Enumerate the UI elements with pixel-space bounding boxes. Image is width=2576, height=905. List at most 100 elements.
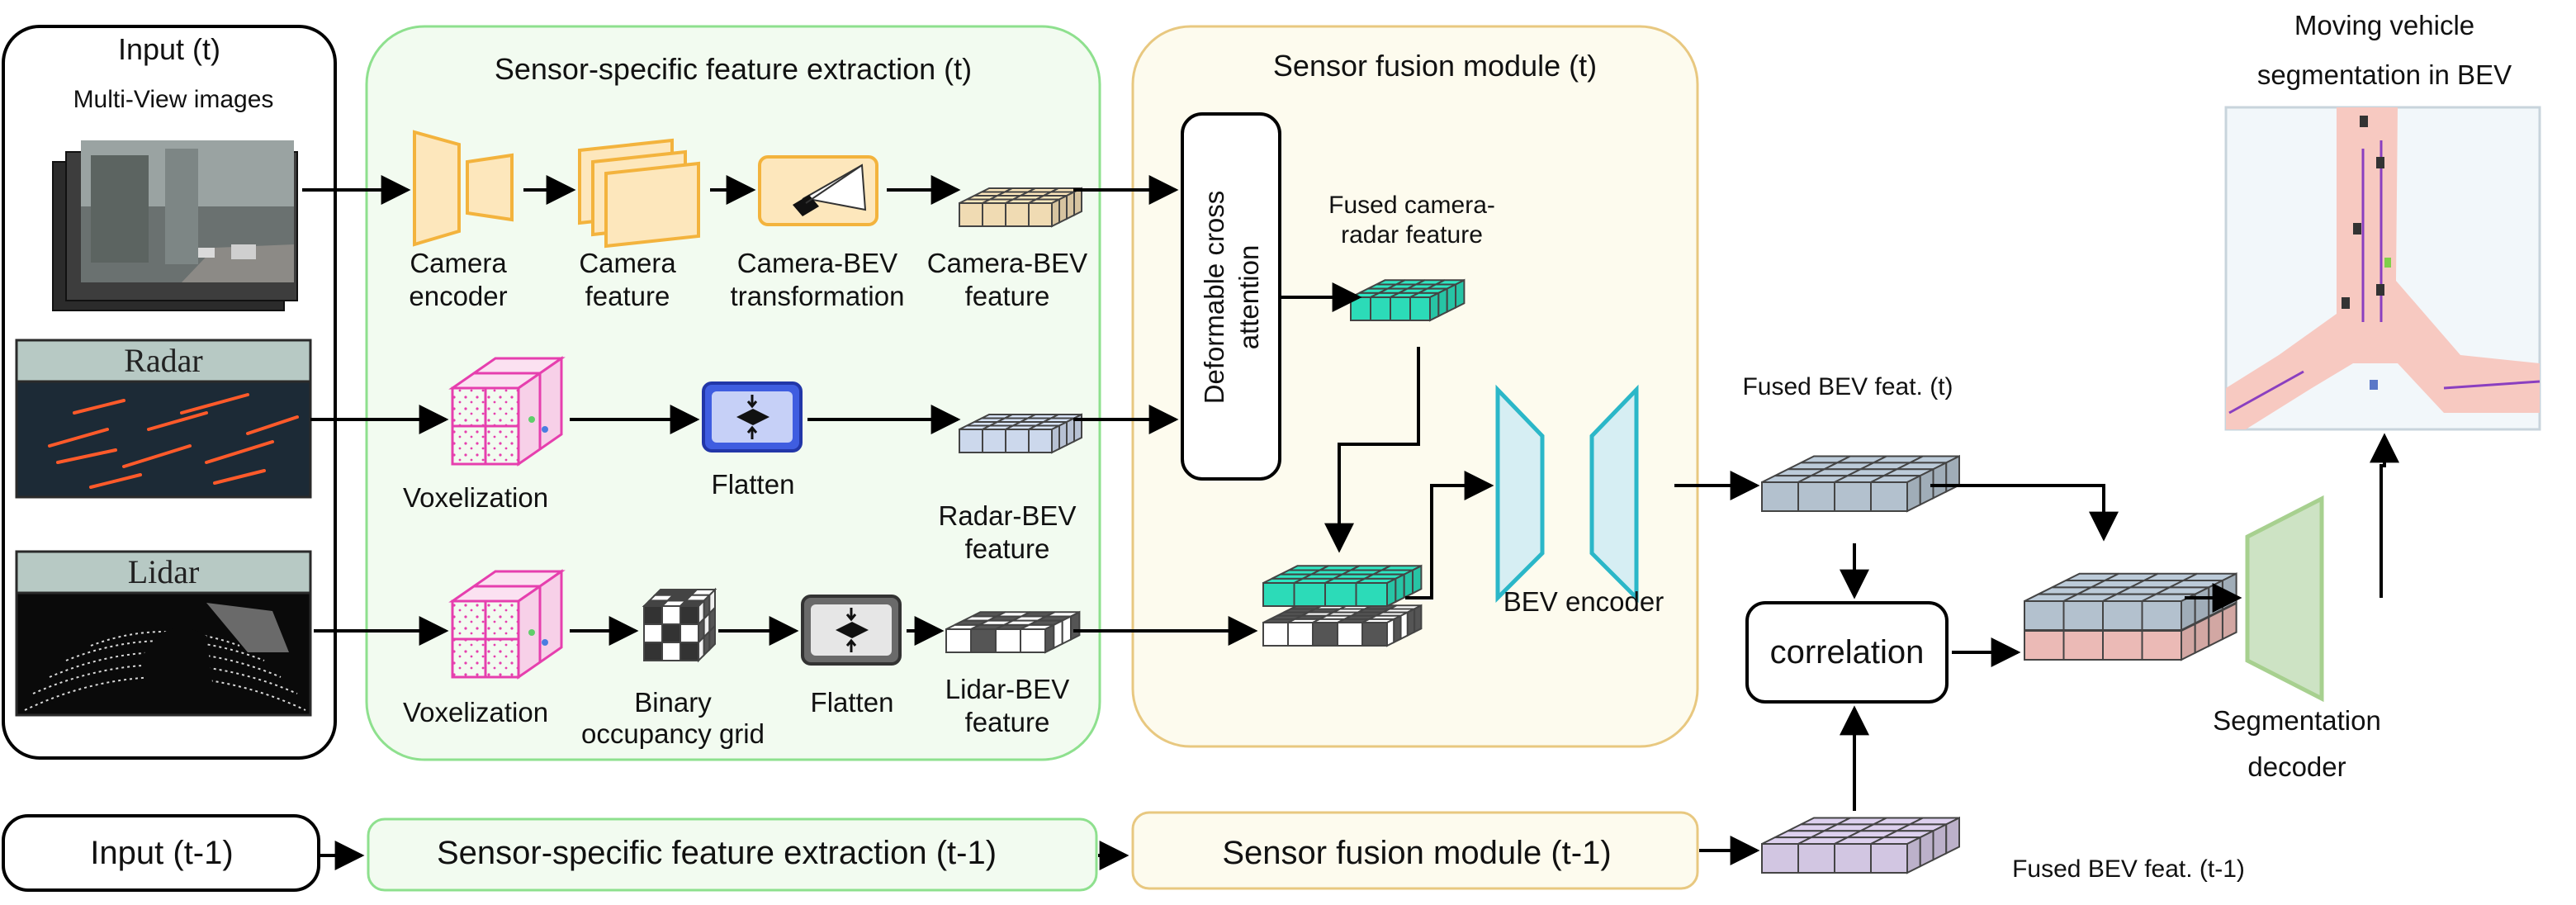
grid-front-cell (1287, 622, 1314, 647)
grid-side-cell (1058, 194, 1068, 225)
deformable-attention-label-1: Deformable cross (1199, 191, 1229, 405)
grid-front-cell (1028, 429, 1053, 453)
correlation-label: correlation (1770, 634, 1925, 670)
lidar-flatten-label: Flatten (811, 687, 894, 718)
input-t1-box (2, 814, 320, 892)
grid-front-cell (1337, 622, 1363, 647)
radar-flatten-label: Flatten (712, 469, 795, 500)
occupancy-front-cell (680, 623, 699, 643)
grid-side-cell (1066, 190, 1075, 220)
grid-side-cell (1455, 278, 1466, 310)
arrow-stack-to-encoder (1405, 471, 1494, 599)
deformable-attention-box (1181, 112, 1281, 481)
grid-front-cell (1355, 582, 1388, 607)
grid-front-cell (2024, 600, 2065, 631)
grid-front-cell (1834, 843, 1872, 874)
camera-bev-feature-label-2: feature (965, 281, 1050, 311)
camera-bev-feature-grid (959, 187, 1082, 228)
camera-encoder-label-1: Camera (410, 248, 507, 278)
correlation-box (1745, 601, 1949, 704)
camera-feature-label-1: Camera (579, 248, 676, 278)
radar-image: Radar (15, 339, 312, 499)
camera-bev-transformation-label-1: Camera-BEV (737, 248, 897, 278)
arrow-fused-bev-to-concat (1930, 484, 2119, 542)
bev-segmentation-output-image (2224, 106, 2541, 431)
grid-front-cell (982, 429, 1006, 453)
grid-front-cell (982, 202, 1006, 227)
segmentation-decoder-label-1: Segmentation (2213, 705, 2381, 736)
occupancy-front-cell (661, 623, 681, 643)
grid-front-cell (1262, 582, 1295, 607)
grid-side-cell (1386, 577, 1397, 608)
fused-bev-t1-grid (1761, 816, 1960, 874)
camera-bev-transformation-icon (758, 155, 878, 226)
binary-occupancy-cube (642, 587, 717, 663)
fused-bev-t1-label: Fused BEV feat. (t-1) (2012, 855, 2245, 883)
arrow-fused-to-stack (1324, 347, 1420, 553)
grid-side-cell (1051, 424, 1060, 454)
input-panel: Input (t) Multi-View images Radar (2, 25, 337, 760)
input-panel-title: Input (t) (118, 32, 220, 66)
grid-front-cell (1870, 481, 1908, 512)
grid-side-cell (2221, 572, 2237, 611)
camera-feature-label-2: feature (585, 281, 670, 311)
fused-bev-t-grid (1761, 454, 1960, 513)
grid-side-cell (1906, 836, 1921, 874)
grid-front-cell (2141, 630, 2182, 661)
grid-side-cell (1386, 618, 1395, 647)
fused-camera-radar-grid (1350, 278, 1466, 322)
occupancy-front-cell (680, 605, 699, 625)
extraction-panel-title: Sensor-specific feature extraction (t) (495, 52, 972, 86)
lidar-voxelization-label: Voxelization (403, 697, 548, 727)
multiview-images (52, 140, 298, 311)
grid-side-cell (1073, 413, 1082, 443)
grid-side-cell (1412, 564, 1423, 595)
grid-side-cell (1406, 607, 1416, 637)
grid-front-cell (2102, 600, 2143, 631)
grid-side-cell (1403, 568, 1414, 599)
grid-side-cell (1061, 614, 1073, 646)
grid-front-cell (1390, 296, 1411, 321)
grid-front-cell (995, 628, 1021, 653)
bottom-row: Input (t-1) Sensor-specific feature extr… (2, 811, 1699, 892)
fusion-t1-box (1131, 811, 1699, 890)
grid-side-cell (1066, 416, 1075, 447)
bev-encoder-label: BEV encoder (1503, 586, 1664, 617)
grid-front-cell (2024, 630, 2065, 661)
bev-encoder-shape (1495, 384, 1639, 604)
grid-front-cell (1797, 481, 1835, 512)
input-t1-label: Input (t-1) (90, 835, 233, 871)
grid-front-cell (1262, 622, 1289, 647)
grid-side-cell (1429, 291, 1440, 322)
occupancy-front-cell (643, 623, 663, 643)
segmentation-decoder-label-2: decoder (2247, 751, 2346, 782)
deformable-attention-label-2: attention (1234, 245, 1264, 350)
lidar-bev-feature-grid (945, 610, 1081, 654)
grid-front-cell (959, 429, 983, 453)
grid-front-cell (1005, 202, 1030, 227)
grid-side-cell (1070, 610, 1081, 642)
extraction-panel: Sensor-specific feature extraction (t) C… (365, 25, 1101, 761)
grid-side-cell (1906, 474, 1921, 513)
output-title-2: segmentation in BEV (2257, 59, 2512, 90)
occupancy-front-cell (643, 642, 663, 661)
occupancy-front-cell (643, 605, 663, 625)
grid-front-cell (1409, 296, 1431, 321)
segmentation-decoder-shape (2245, 495, 2324, 703)
grid-side-cell (1393, 614, 1402, 644)
grid-side-cell (1932, 822, 1948, 861)
flow-arrows (302, 175, 2399, 870)
radar-bev-feature-label-2: feature (965, 533, 1050, 564)
grid-front-cell (1761, 481, 1799, 512)
camera-encoder-shape (413, 130, 514, 247)
grid-front-cell (1834, 481, 1872, 512)
grid-front-cell (2062, 630, 2104, 661)
binary-occupancy-label-2: occupancy grid (581, 718, 765, 749)
grid-front-cell (1005, 429, 1030, 453)
grid-front-cell (1797, 843, 1835, 874)
grid-side-cell (1413, 604, 1423, 634)
grid-front-cell (2062, 600, 2104, 631)
lidar-bev-feature-label-1: Lidar-BEV (945, 674, 1069, 704)
grid-front-cell (2102, 630, 2143, 661)
stacked-lidar-grid (1262, 604, 1423, 647)
